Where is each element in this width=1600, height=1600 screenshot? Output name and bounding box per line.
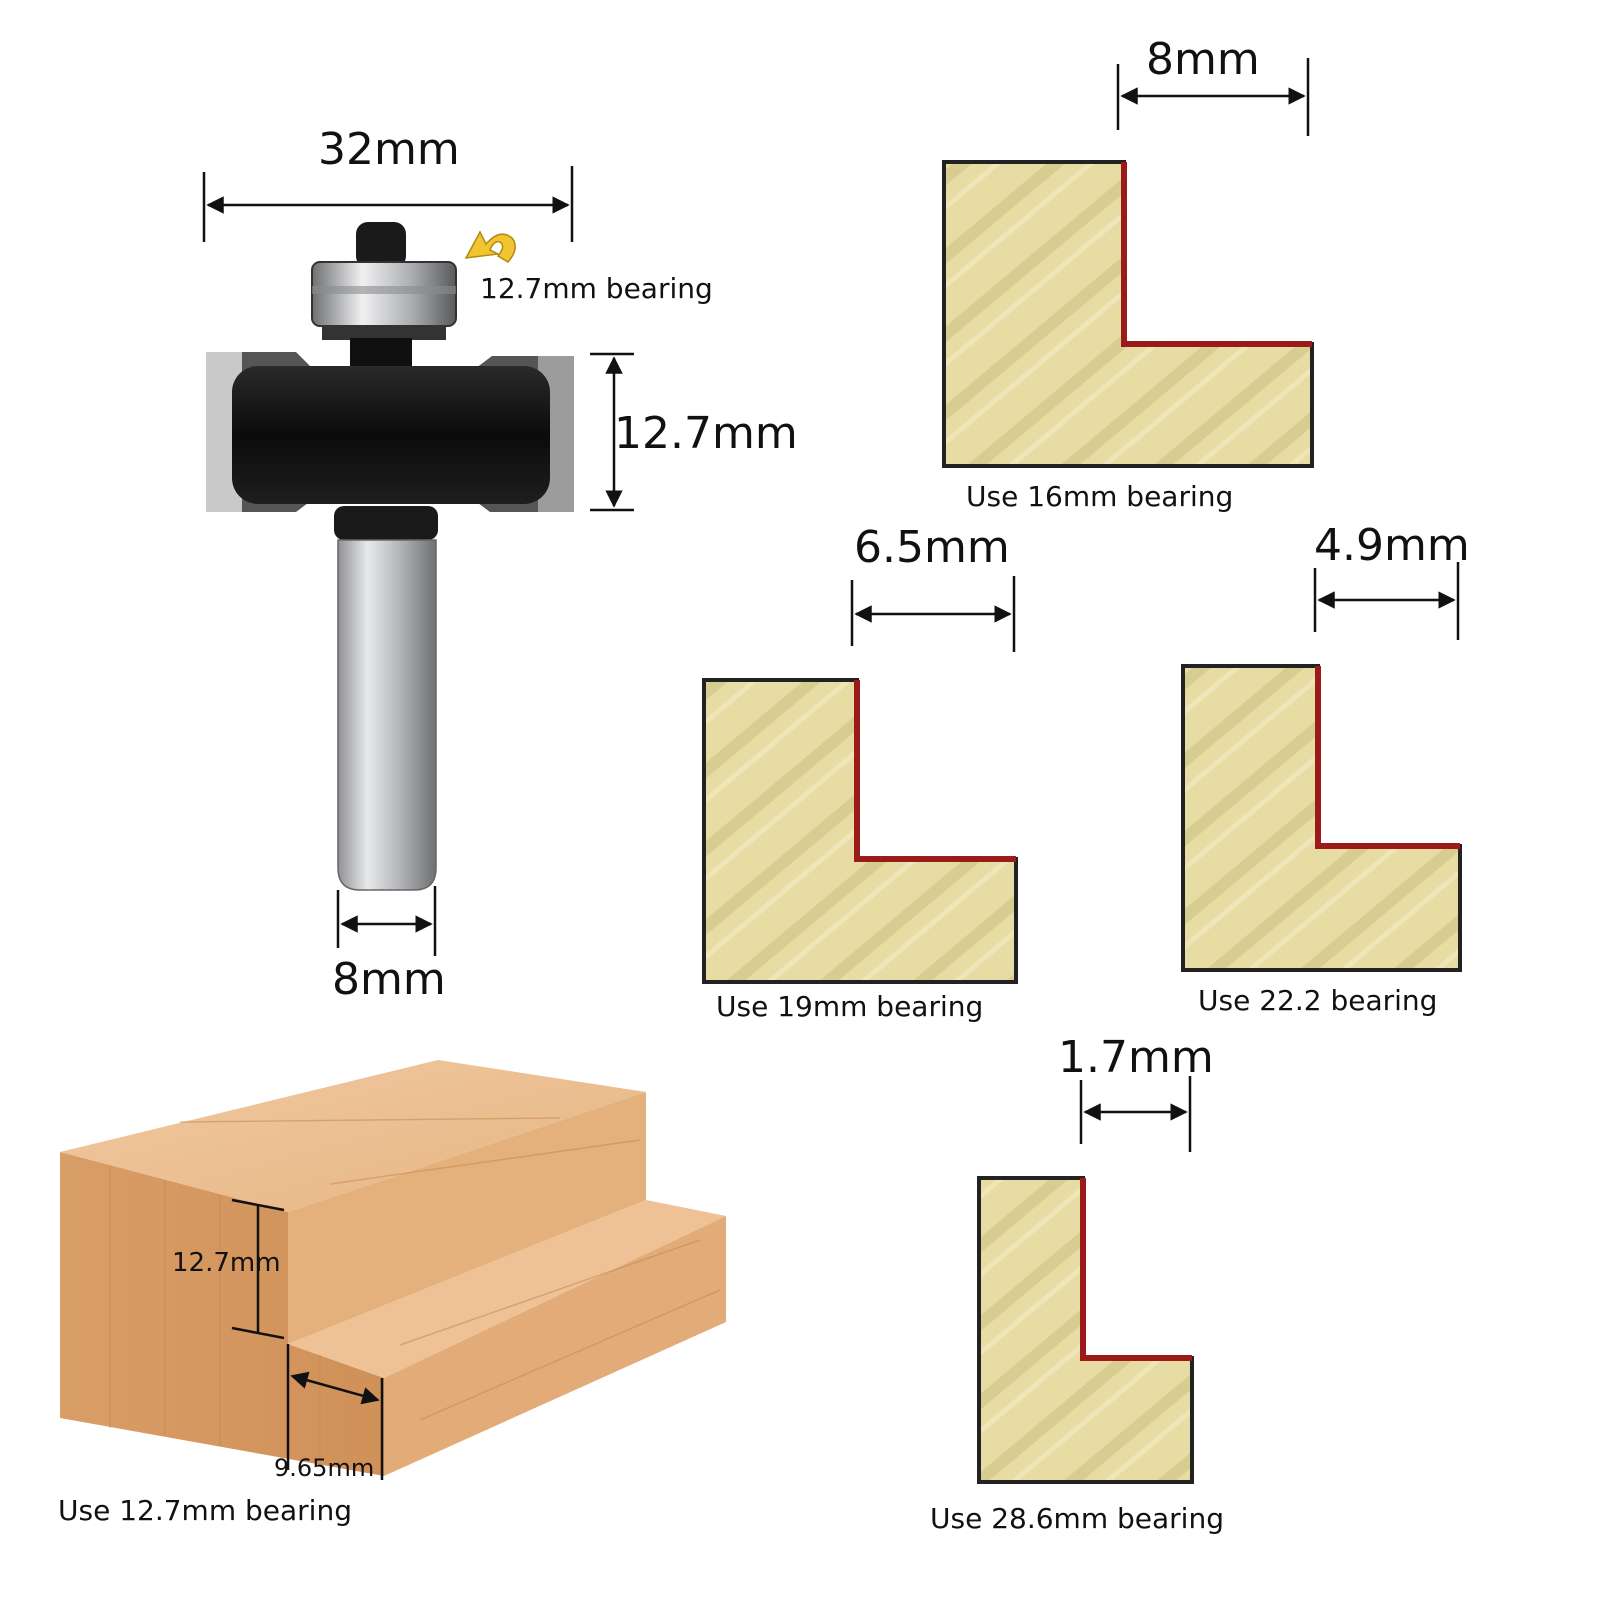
label-shank-diameter: 8mm <box>332 954 446 1005</box>
dim-profile-28mm <box>1079 1076 1192 1152</box>
label-profile-16mm-dimension: 8mm <box>1146 34 1260 85</box>
profile-22mm <box>1181 664 1462 972</box>
dim-cut-height <box>590 352 634 512</box>
dim-step-height <box>231 1198 285 1340</box>
label-cut-diameter: 32mm <box>318 124 460 175</box>
bit-screw <box>356 222 406 268</box>
label-profile-16mm-caption: Use 16mm bearing <box>966 480 1234 513</box>
dim-shank-diameter <box>336 886 437 956</box>
dim-profile-19mm <box>850 576 1016 652</box>
profile-16mm <box>942 160 1314 468</box>
label-profile-19mm-caption: Use 19mm bearing <box>716 990 984 1023</box>
label-cut-height: 12.7mm <box>614 408 798 459</box>
label-profile-28mm-caption: Use 28.6mm bearing <box>930 1502 1224 1535</box>
label-profile-22mm-dimension: 4.9mm <box>1314 520 1470 571</box>
shank-collar <box>334 506 438 540</box>
dim-cut-diameter <box>202 166 574 242</box>
cutter-body <box>206 352 574 512</box>
dim-profile-22mm <box>1313 562 1460 640</box>
bearing-pointer-icon <box>464 230 516 263</box>
rabbeted-board <box>60 1060 726 1476</box>
label-profile-28mm-dimension: 1.7mm <box>1058 1032 1214 1083</box>
label-profile-22mm-caption: Use 22.2 bearing <box>1198 984 1438 1017</box>
label-step-height: 12.7mm <box>172 1248 281 1278</box>
label-profile-19mm-dimension: 6.5mm <box>854 522 1010 573</box>
dim-profile-16mm <box>1116 58 1310 136</box>
label-bearing: 12.7mm bearing <box>480 272 713 305</box>
profile-28mm <box>977 1176 1194 1484</box>
profile-19mm <box>702 678 1018 984</box>
shank <box>337 539 437 891</box>
dim-step-depth <box>286 1344 384 1480</box>
label-step-depth: 9.65mm <box>274 1454 375 1482</box>
label-board-caption: Use 12.7mm bearing <box>58 1494 352 1527</box>
router-bit <box>206 222 574 891</box>
